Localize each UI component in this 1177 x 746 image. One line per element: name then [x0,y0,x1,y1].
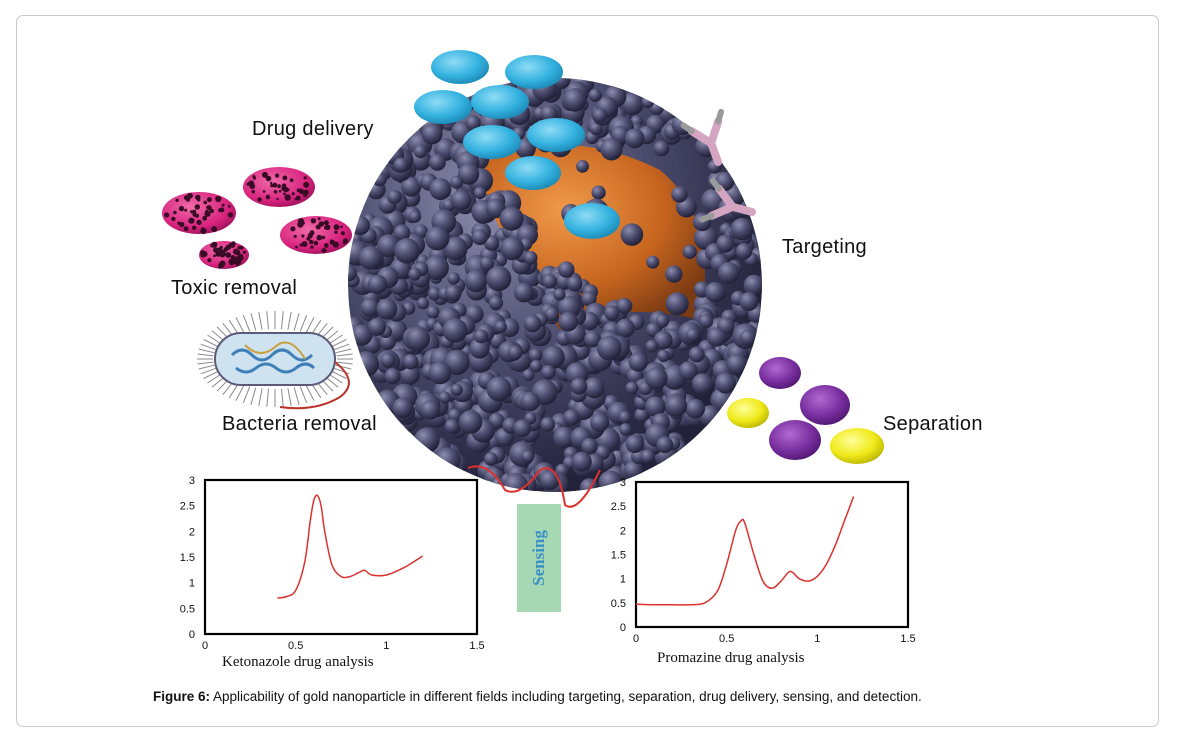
series-line [635,496,855,606]
label-separation: Separation [883,413,983,435]
x-tick-label: 0.5 [288,640,303,650]
y-tick-label: 2.5 [180,501,195,513]
y-tick-label: 1.5 [180,552,195,564]
y-tick-label: 0.5 [611,598,626,610]
y-tick-label: 3 [620,477,626,489]
x-tick-label: 1 [383,640,389,650]
plot-frame [203,478,479,636]
series-line [277,494,424,599]
drug-particles [414,50,620,239]
bacterium-icon [197,311,353,410]
y-tick-label: 3 [189,475,195,487]
sensing-box: Sensing [517,504,561,612]
y-tick-label: 0 [620,622,626,634]
y-tick-label: 1.5 [611,550,626,562]
figure-caption: Figure 6: Applicability of gold nanopart… [153,689,922,704]
x-tick-label: 1.5 [900,633,915,644]
sensing-wave [467,465,601,508]
caption-prefix: Figure 6: [153,689,211,704]
y-tick-label: 2 [189,526,195,538]
label-drug-delivery: Drug delivery [252,118,374,140]
shell-beads [348,78,762,492]
y-tick-label: 2.5 [611,501,626,513]
x-tick-label: 1 [814,633,820,644]
chart-xlabel-ketonazole: Ketonazole drug analysis [222,654,374,670]
x-tick-label: 0 [202,640,208,650]
plot-frame [634,480,910,629]
gold-nanoparticle [348,78,762,492]
y-tick-label: 1 [189,578,195,590]
ketonazole-chart: 0 0.5 1 1.5 0 0.5 1 1.5 2 2.5 3 [180,475,485,650]
x-tick-label: 1.5 [469,640,484,650]
label-targeting: Targeting [782,236,867,258]
chart-xlabel-promazine: Promazine drug analysis [657,650,805,666]
label-bacteria-removal: Bacteria removal [222,413,377,435]
label-sensing: Sensing [529,530,548,586]
caption-text: Applicability of gold nanoparticle in di… [210,689,922,704]
antibody-icons [680,108,756,223]
y-tick-label: 2 [620,525,626,537]
separation-particles [727,357,884,464]
toxic-particles [162,167,352,269]
x-tick-label: 0 [633,633,639,644]
y-tick-label: 0 [189,629,195,641]
y-tick-label: 0.5 [180,603,195,615]
x-tick-label: 0.5 [719,633,734,644]
promazine-chart: 0 0.5 1 1.5 0 0.5 1 1.5 2 2.5 3 [611,477,916,644]
label-toxic-removal: Toxic removal [171,277,298,299]
y-tick-label: 1 [620,574,626,586]
